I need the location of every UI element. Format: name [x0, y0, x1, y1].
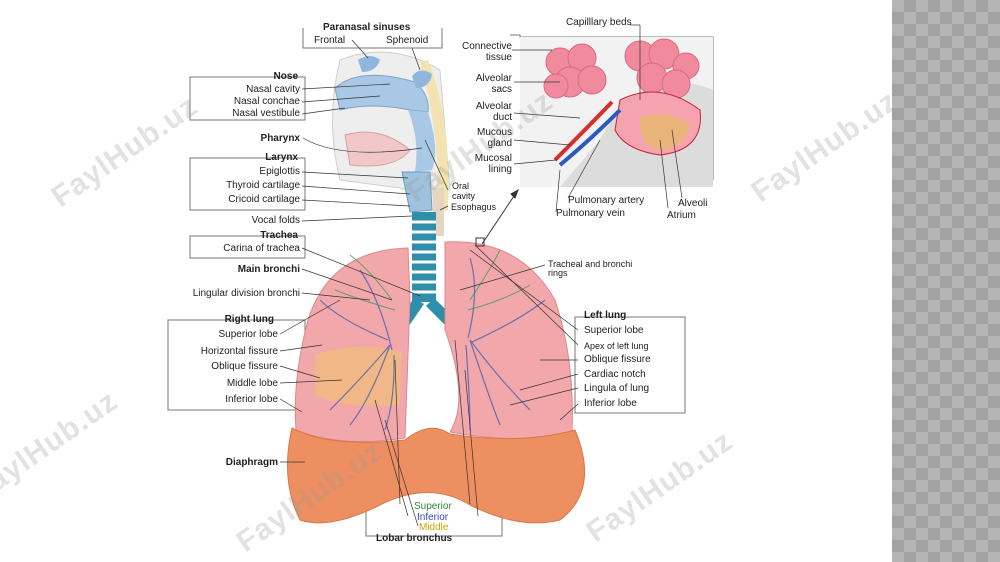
right-lung — [294, 247, 411, 443]
atrium-shape — [639, 114, 690, 150]
label-lobar-inferior: Inferior — [417, 512, 449, 523]
label-lobar-middle: Middle — [419, 522, 449, 533]
label-cricoid-cartilage: Cricoid cartilage — [228, 194, 300, 205]
patterned-sidebar — [892, 0, 1000, 562]
label-pulmonary-vein: Pulmonary vein — [556, 208, 625, 219]
label-nasal-cavity: Nasal cavity — [246, 84, 300, 95]
label-rings-1: Tracheal and bronchi — [548, 259, 633, 269]
trachea-box — [189, 235, 306, 259]
trachea-tube — [412, 212, 436, 302]
label-cardiac-notch: Cardiac notch — [584, 369, 646, 380]
label-nasal-conchae: Nasal conchae — [233, 96, 300, 107]
leader-lines — [279, 24, 683, 527]
nose-box — [189, 76, 306, 121]
label-connective-2: tissue — [485, 52, 512, 63]
nasal-cavity-shape — [334, 74, 429, 113]
label-esophagus: Esophagus — [451, 202, 497, 212]
label-vocal-folds: Vocal folds — [251, 215, 300, 226]
label-middle-lobe: Middle lobe — [226, 378, 278, 389]
label-alv-duct-1: Alveolar — [475, 101, 512, 112]
left-lung-box — [574, 316, 686, 414]
spine-shadow — [420, 60, 449, 212]
label-capillary-beds: Capilllary beds — [566, 17, 632, 28]
label-paranasal: Paranasal sinuses — [323, 22, 411, 33]
label-carina: Carina of trachea — [223, 243, 300, 254]
label-rings-2: rings — [548, 268, 568, 278]
middle-lobe-tint — [315, 346, 402, 407]
label-lobar-superior: Superior — [414, 501, 452, 512]
label-lobar-bronchus: Lobar bronchus — [376, 533, 453, 544]
diaphragm-shape — [287, 427, 586, 524]
label-oral-cavity-2: cavity — [452, 191, 476, 201]
mouth-shape — [344, 131, 411, 167]
label-trachea: Trachea — [260, 230, 298, 241]
label-sphenoid: Sphenoid — [386, 35, 429, 46]
superior-branches — [334, 249, 531, 311]
label-r-superior-lobe: Superior lobe — [218, 329, 278, 340]
label-apex: Apex of left lung — [584, 341, 649, 351]
label-frontal: Frontal — [314, 35, 346, 46]
label-mucous-1: Mucous — [476, 127, 512, 138]
label-pharynx: Pharynx — [260, 133, 300, 144]
label-larynx: Larynx — [265, 152, 298, 163]
label-lingular-division: Lingular division bronchi — [192, 288, 300, 299]
label-horizontal-fissure: Horizontal fissure — [200, 346, 278, 357]
label-thyroid-cartilage: Thyroid cartilage — [226, 180, 300, 191]
label-atrium: Atrium — [667, 210, 696, 221]
inset-arrow — [475, 188, 519, 247]
label-l-oblique-fissure: Oblique fissure — [584, 354, 651, 365]
pulmonary-vein-vessel — [553, 100, 614, 162]
label-main-bronchi: Main bronchi — [237, 264, 300, 275]
larynx-shape — [401, 171, 433, 213]
label-epiglottis: Epiglottis — [259, 166, 300, 177]
label-oral-cavity-1: Oral — [452, 181, 470, 191]
alveolar-sac-left — [543, 43, 607, 99]
label-l-superior-lobe: Superior lobe — [584, 325, 644, 336]
label-r-inferior-lobe: Inferior lobe — [225, 394, 278, 405]
label-r-oblique-fissure: Oblique fissure — [211, 361, 278, 372]
label-lingula: Lingula of lung — [584, 383, 650, 394]
label-connective-1: Connective — [461, 41, 512, 52]
label-alv-sacs-2: sacs — [491, 84, 512, 95]
paranasal-box — [302, 28, 443, 49]
label-alv-sacs-1: Alveolar — [475, 73, 512, 84]
pharynx-shape — [408, 110, 436, 172]
label-mucosal-1: Mucosal — [474, 153, 512, 164]
frontal-sinus — [358, 56, 380, 72]
label-l-inferior-lobe: Inferior lobe — [584, 398, 637, 409]
label-diaphragm: Diaphragm — [225, 457, 278, 468]
label-left-lung: Left lung — [584, 310, 627, 321]
pulmonary-artery-vessel — [558, 108, 622, 167]
label-nasal-vestibule: Nasal vestibule — [232, 108, 300, 119]
trachea-rings — [412, 220, 436, 294]
larynx-box — [189, 157, 306, 211]
label-mucous-2: gland — [487, 138, 512, 149]
label-alveoli: Alveoli — [678, 198, 708, 209]
label-right-lung: Right lung — [224, 314, 274, 325]
head-section — [332, 51, 451, 212]
alveoli-inset — [520, 37, 713, 187]
sphenoid-sinus — [412, 70, 432, 88]
label-mucosal-2: lining — [488, 164, 512, 175]
label-alv-duct-2: duct — [493, 112, 512, 123]
label-nose: Nose — [273, 71, 298, 82]
label-pulmonary-artery: Pulmonary artery — [568, 195, 645, 206]
